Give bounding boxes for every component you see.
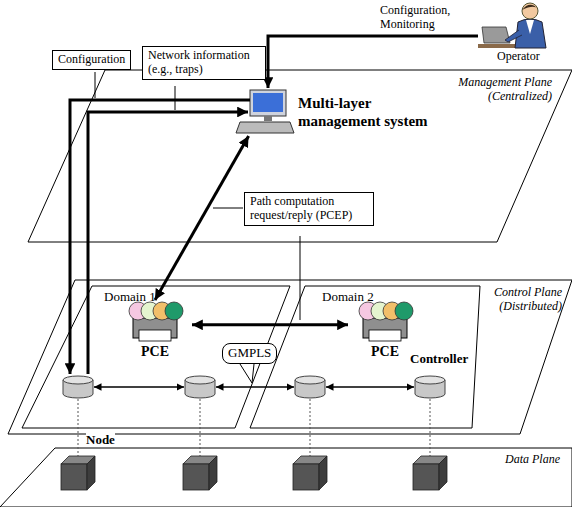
callout-box: Network information (e.g., traps) <box>142 46 266 80</box>
node-text: PCE <box>118 344 192 361</box>
node-text: Network information (e.g., traps) <box>148 49 260 77</box>
leader-line <box>300 236 301 320</box>
controller-cylinder <box>185 376 215 398</box>
plane-outline <box>8 280 572 434</box>
label: Controller <box>410 352 468 367</box>
pce-icon <box>359 302 413 341</box>
pce-icon <box>129 302 183 341</box>
label: Node <box>86 433 115 447</box>
leader-line <box>95 72 96 98</box>
label: Operator <box>497 50 540 64</box>
node-text: Data Plane <box>460 452 560 466</box>
node-text: Control Plane (Distributed) <box>462 285 562 314</box>
gmpls-links <box>94 386 414 388</box>
plane-outline <box>0 448 572 507</box>
node-text: Domain 2 <box>322 289 374 305</box>
leader-line <box>213 208 243 209</box>
leader-line <box>175 86 176 110</box>
node-text: Domain 1 <box>104 289 156 305</box>
pcep-arrow <box>192 323 348 326</box>
node-text: GMPLS <box>228 346 271 361</box>
operator-figure <box>478 3 546 48</box>
node-text: Path computation request/reply (PCEP) <box>250 195 368 223</box>
node-text: Management Plane (Centralized) <box>452 75 552 104</box>
controller-cylinder <box>63 376 93 398</box>
speech-bubble: GMPLS <box>222 343 277 364</box>
controller-cylinder <box>295 376 325 398</box>
node-cube <box>183 456 217 490</box>
controller-cylinder <box>415 376 445 398</box>
node-cube <box>413 456 447 490</box>
plane: Data Plane <box>0 448 572 507</box>
node-text: Multi-layer management system <box>298 94 440 130</box>
management-system: Multi-layer management system <box>236 86 446 136</box>
node-cube <box>61 456 95 490</box>
callout-box: Path computation request/reply (PCEP) <box>244 192 374 226</box>
pce: PCE <box>118 300 192 362</box>
node-text: Configuration <box>58 53 125 67</box>
label: Configuration, Monitoring <box>380 4 472 32</box>
node-cube <box>293 456 327 490</box>
callout-box: Configuration <box>52 50 131 70</box>
plane: Control Plane (Distributed) Domain 1 PCE Do… <box>8 280 572 434</box>
